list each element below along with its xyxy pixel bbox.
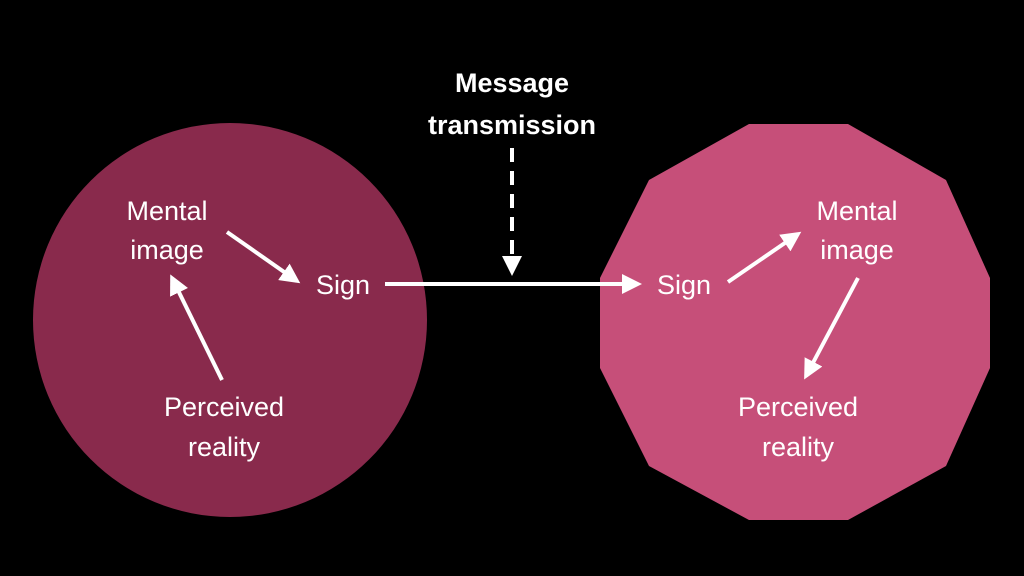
sender-mental-image-line2: image [130,235,204,265]
sender-arrow-reality-to-mental [170,274,224,381]
sender-circle [33,123,427,517]
receiver-arrow-sign-to-mental [726,231,802,284]
receiver-mental-image-line2: image [820,235,894,265]
sender-arrow-mental-to-sign [225,230,301,284]
receiver-dodecagon [600,124,990,520]
receiver-perceived-reality-line1: Perceived [738,392,858,422]
message-title-line1: Message [455,68,569,98]
receiver-mental-image-line1: Mental [816,196,897,226]
sender-perceived-reality-line1: Perceived [164,392,284,422]
sender-sign: Sign [316,270,370,300]
sender-perceived-reality-line2: reality [188,432,261,462]
message-title-line2: transmission [428,110,596,140]
receiver-perceived-reality-line2: reality [762,432,835,462]
receiver-arrow-mental-to-reality [804,277,860,380]
sender-mental-image-line1: Mental [126,196,207,226]
receiver-sign: Sign [657,270,711,300]
